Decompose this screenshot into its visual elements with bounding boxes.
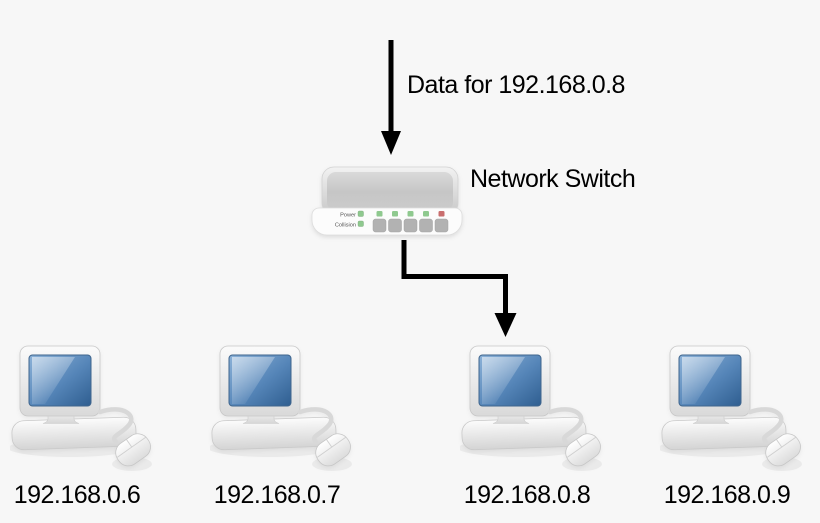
ip-label: 192.168.0.9 bbox=[663, 481, 791, 509]
ethernet-port-icon bbox=[403, 218, 418, 233]
network-switch-label: Network Switch bbox=[470, 165, 636, 193]
port-led-icon bbox=[438, 211, 445, 217]
network-switch-icon: Power Collision bbox=[311, 166, 463, 236]
incoming-data-label: Data for 192.168.0.8 bbox=[407, 71, 625, 99]
ethernet-port-icon bbox=[419, 218, 433, 233]
collision-led-icon bbox=[357, 220, 364, 227]
computer-icon bbox=[210, 342, 370, 480]
computer-node-2: 192.168.0.7 bbox=[210, 342, 380, 522]
ethernet-port-icon bbox=[388, 218, 402, 233]
collision-label: Collision bbox=[335, 223, 356, 229]
computer-node-3: 192.168.0.8 bbox=[460, 342, 630, 522]
power-led-icon bbox=[357, 210, 364, 217]
ip-label: 192.168.0.6 bbox=[13, 481, 141, 509]
port-led-icon bbox=[407, 211, 414, 217]
computer-node-4: 192.168.0.9 bbox=[660, 342, 820, 522]
arrowhead-down-icon bbox=[381, 131, 401, 155]
port-led-icon bbox=[392, 211, 398, 217]
ip-label: 192.168.0.7 bbox=[213, 481, 341, 509]
switch-to-host-arrow bbox=[401, 240, 517, 337]
arrowhead-down-icon bbox=[494, 313, 517, 337]
ip-label: 192.168.0.8 bbox=[463, 481, 591, 509]
computer-node-1: 192.168.0.6 bbox=[10, 342, 180, 522]
power-label: Power bbox=[340, 213, 356, 219]
ethernet-port-icon bbox=[372, 218, 387, 233]
computer-icon bbox=[460, 342, 620, 480]
network-switch: Power Collision bbox=[308, 162, 466, 238]
port-led-icon bbox=[376, 211, 383, 217]
computer-icon bbox=[10, 342, 170, 480]
incoming-data-arrow bbox=[381, 40, 401, 155]
computer-icon bbox=[660, 342, 820, 480]
port-led-icon bbox=[423, 211, 429, 217]
ethernet-port-icon bbox=[434, 218, 449, 233]
